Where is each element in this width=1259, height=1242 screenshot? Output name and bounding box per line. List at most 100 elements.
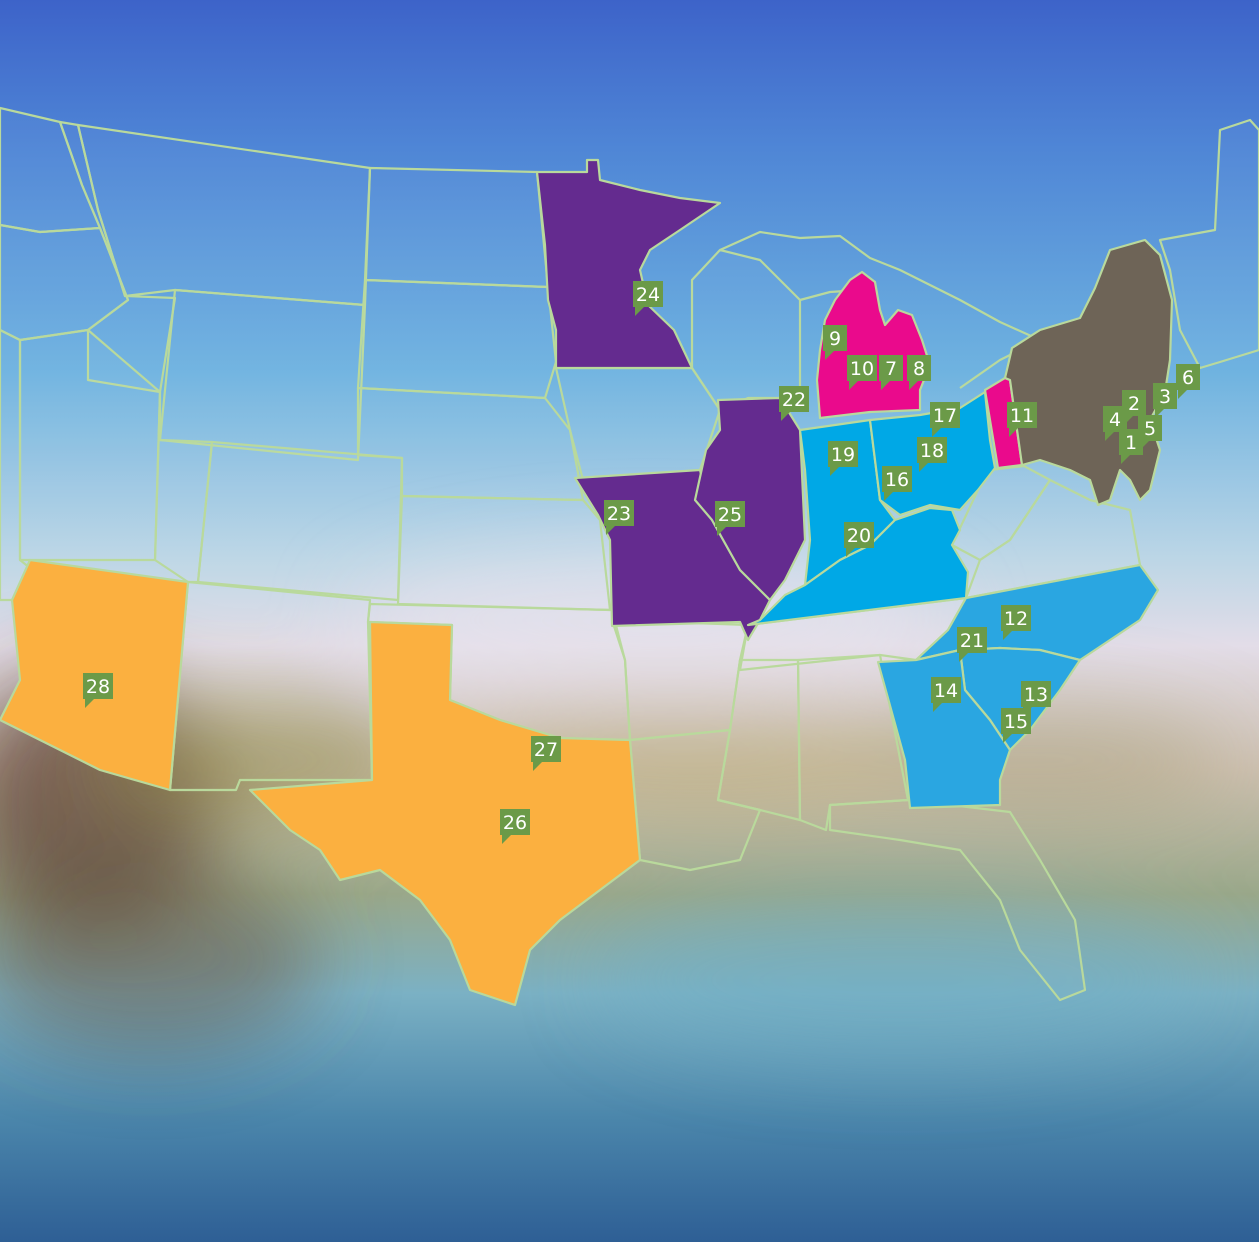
marker-badge bbox=[1138, 415, 1162, 441]
marker-label: 19 bbox=[831, 444, 855, 466]
marker-label: 25 bbox=[718, 504, 742, 526]
marker-pointer bbox=[1178, 390, 1187, 399]
state-minnesota bbox=[535, 158, 722, 370]
marker-pointer bbox=[849, 381, 858, 390]
marker-pointer bbox=[85, 699, 94, 708]
state-kentucky bbox=[746, 506, 970, 627]
marker-17[interactable]: 17 bbox=[930, 402, 960, 437]
marker-label: 22 bbox=[782, 389, 806, 411]
marker-badge bbox=[907, 355, 931, 381]
marker-3[interactable]: 3 bbox=[1153, 383, 1177, 418]
marker-label: 1 bbox=[1125, 432, 1137, 454]
marker-label: 13 bbox=[1024, 684, 1048, 706]
marker-25[interactable]: 25 bbox=[715, 501, 745, 536]
marker-badge bbox=[1176, 364, 1200, 390]
marker-22[interactable]: 22 bbox=[779, 386, 809, 421]
state-wyoming bbox=[158, 288, 367, 462]
marker-badge bbox=[633, 281, 663, 307]
marker-24[interactable]: 24 bbox=[633, 281, 663, 316]
marker-26[interactable]: 26 bbox=[500, 809, 530, 844]
marker-9[interactable]: 9 bbox=[823, 325, 847, 360]
marker-6[interactable]: 6 bbox=[1176, 364, 1200, 399]
marker-11[interactable]: 11 bbox=[1007, 402, 1037, 437]
marker-label: 28 bbox=[86, 676, 110, 698]
marker-19[interactable]: 19 bbox=[828, 441, 858, 476]
marker-pointer bbox=[909, 381, 918, 390]
marker-27[interactable]: 27 bbox=[531, 736, 561, 771]
marker-badge bbox=[1021, 681, 1051, 707]
marker-pointer bbox=[1140, 441, 1149, 450]
marker-20[interactable]: 20 bbox=[844, 522, 874, 557]
marker-badge bbox=[844, 522, 874, 548]
marker-label: 26 bbox=[503, 812, 527, 834]
marker-18[interactable]: 18 bbox=[917, 437, 947, 472]
marker-badge bbox=[83, 673, 113, 699]
marker-label: 7 bbox=[885, 358, 897, 380]
marker-label: 9 bbox=[829, 328, 841, 350]
marker-badge bbox=[917, 437, 947, 463]
marker-label: 4 bbox=[1109, 409, 1121, 431]
marker-pointer bbox=[717, 527, 726, 536]
state-kansas bbox=[396, 494, 612, 612]
state-colorado bbox=[196, 440, 404, 602]
state-illinois bbox=[693, 396, 807, 602]
marker-5[interactable]: 5 bbox=[1138, 415, 1162, 450]
marker-pointer bbox=[533, 762, 542, 771]
marker-label: 6 bbox=[1182, 367, 1194, 389]
marker-label: 5 bbox=[1144, 418, 1156, 440]
state-new-england bbox=[1158, 118, 1259, 370]
marker-badge bbox=[715, 501, 745, 527]
marker-pointer bbox=[1003, 734, 1012, 743]
marker-label: 17 bbox=[933, 405, 957, 427]
marker-badge bbox=[879, 355, 903, 381]
marker-badge bbox=[1001, 708, 1031, 734]
marker-badge bbox=[930, 402, 960, 428]
marker-pointer bbox=[781, 412, 790, 421]
marker-21[interactable]: 21 bbox=[957, 627, 987, 662]
marker-badge bbox=[1103, 406, 1127, 432]
marker-13[interactable]: 13 bbox=[1021, 681, 1051, 716]
marker-pointer bbox=[502, 835, 511, 844]
marker-pointer bbox=[1003, 631, 1012, 640]
marker-pointer bbox=[1105, 432, 1114, 441]
marker-10[interactable]: 10 bbox=[847, 355, 877, 390]
state-florida bbox=[828, 798, 1087, 1002]
marker-16[interactable]: 16 bbox=[882, 466, 912, 501]
marker-pointer bbox=[1121, 455, 1130, 464]
marker-8[interactable]: 8 bbox=[907, 355, 931, 390]
marker-label: 20 bbox=[847, 525, 871, 547]
marker-badge bbox=[823, 325, 847, 351]
marker-badge bbox=[847, 355, 877, 381]
marker-label: 11 bbox=[1010, 405, 1034, 427]
marker-badge bbox=[828, 441, 858, 467]
marker-4[interactable]: 4 bbox=[1103, 406, 1127, 441]
marker-14[interactable]: 14 bbox=[931, 677, 961, 712]
marker-28[interactable]: 28 bbox=[83, 673, 113, 708]
state-north-dakota bbox=[363, 166, 550, 289]
marker-badge bbox=[604, 500, 634, 526]
marker-label: 14 bbox=[934, 680, 958, 702]
marker-badge bbox=[1001, 605, 1031, 631]
marker-label: 3 bbox=[1159, 386, 1171, 408]
marker-pointer bbox=[606, 526, 615, 535]
marker-label: 8 bbox=[913, 358, 925, 380]
marker-12[interactable]: 12 bbox=[1001, 605, 1031, 640]
marker-pointer bbox=[884, 492, 893, 501]
marker-label: 23 bbox=[607, 503, 631, 525]
marker-badge bbox=[500, 809, 530, 835]
marker-23[interactable]: 23 bbox=[604, 500, 634, 535]
marker-badge bbox=[1007, 402, 1037, 428]
marker-15[interactable]: 15 bbox=[1001, 708, 1031, 743]
state-arkansas bbox=[610, 618, 750, 742]
marker-label: 27 bbox=[534, 739, 558, 761]
state-south-dakota bbox=[356, 278, 558, 400]
marker-badge bbox=[779, 386, 809, 412]
marker-pointer bbox=[825, 351, 834, 360]
state-new-mexico bbox=[168, 580, 374, 792]
marker-7[interactable]: 7 bbox=[879, 355, 903, 390]
state-texas bbox=[248, 620, 642, 1007]
marker-pointer bbox=[932, 428, 941, 437]
marker-badge bbox=[531, 736, 561, 762]
